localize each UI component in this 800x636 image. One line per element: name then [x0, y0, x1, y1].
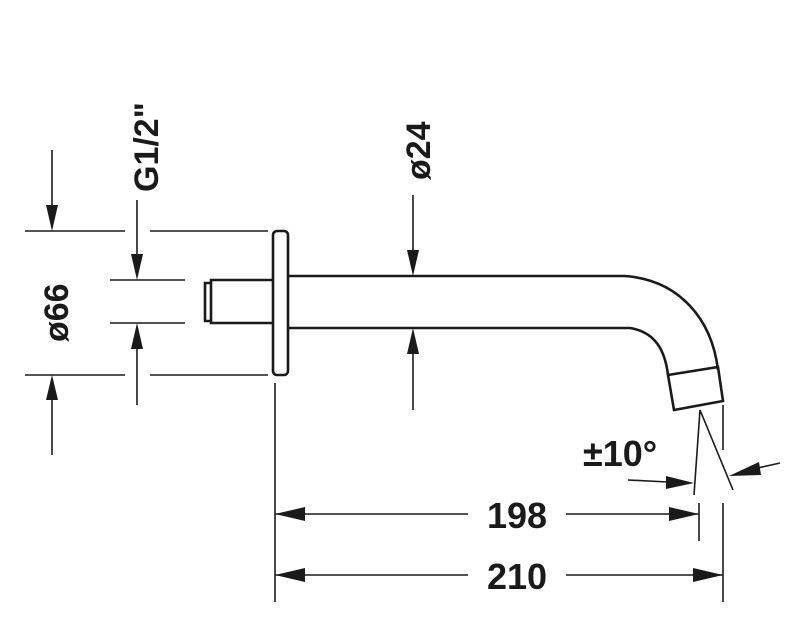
thread-connector [209, 278, 273, 325]
label-overall-projection: 210 [487, 556, 547, 597]
dimension-spout-diameter: ø24 [400, 121, 438, 410]
label-outlet-projection: 198 [487, 495, 547, 536]
arrow-right-icon [669, 507, 699, 521]
label-rosette-diameter: ø66 [38, 283, 76, 342]
arrow-up-icon [131, 323, 143, 349]
thread-connector-end [203, 281, 211, 323]
dimension-rosette-diameter: ø66 [25, 150, 268, 455]
spout-body [203, 229, 725, 412]
rosette-plate [271, 229, 290, 377]
arrow-up-icon [407, 328, 419, 354]
arrow-down-icon [46, 205, 58, 231]
arrow-right-icon [666, 476, 694, 489]
dimension-swivel-angle: ±10° [583, 405, 781, 496]
arrow-left-icon [275, 568, 305, 582]
spout-pipe-bottom [288, 326, 670, 376]
arrow-down-icon [131, 254, 143, 280]
dimension-thread: G1/2" [110, 102, 185, 405]
arrow-left-icon [729, 462, 761, 476]
arrow-left-icon [275, 507, 305, 521]
label-swivel-angle: ±10° [583, 433, 657, 474]
arrow-up-icon [46, 375, 58, 400]
dimension-outlet-projection: 198 [275, 495, 699, 536]
arrow-right-icon [693, 568, 723, 582]
arrow-down-icon [407, 250, 419, 276]
label-thread: G1/2" [128, 102, 166, 192]
dimension-overall-projection: 210 [275, 556, 723, 597]
aerator [666, 365, 725, 412]
label-spout-diameter: ø24 [400, 121, 438, 180]
spout-pipe-top [288, 274, 720, 371]
